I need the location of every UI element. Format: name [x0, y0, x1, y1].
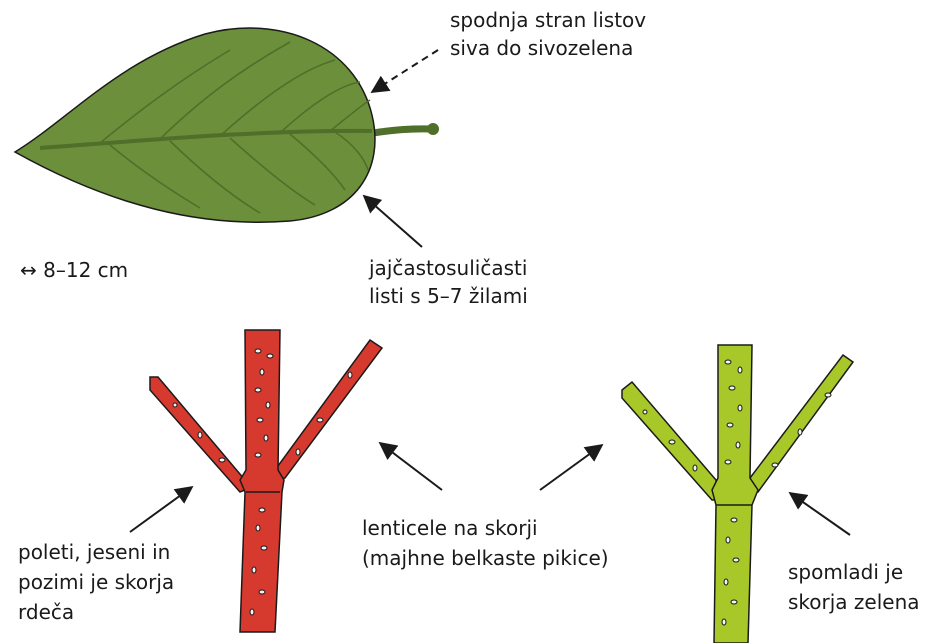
- label-red-bark-line2: pozimi je skorja: [18, 570, 174, 594]
- red-stem-right-branch: [275, 340, 382, 480]
- label-leaf-shape-line2: listi s 5–7 žilami: [369, 284, 528, 308]
- arrow-green-bark: [790, 493, 850, 535]
- red-stem-illustration: [150, 330, 382, 632]
- leaf-petiole: [368, 129, 432, 134]
- leaf-illustration: [15, 28, 439, 222]
- label-green-bark-line1: spomladi je: [788, 560, 903, 584]
- arrow-red-bark: [130, 487, 192, 532]
- label-underside-line1: spodnja stran listov: [450, 8, 646, 32]
- label-lenticels-line2: (majhne belkaste pikice): [362, 546, 609, 570]
- label-red-bark-line1: poleti, jeseni in: [18, 540, 170, 564]
- leaf-petiole-tip: [427, 123, 439, 135]
- label-leaf-shape-line1: jajčastosuličasti: [369, 256, 527, 280]
- leaf-blade: [15, 28, 375, 222]
- label-size: ↔ 8–12 cm: [20, 258, 128, 282]
- label-lenticels-line1: lenticele na skorji: [362, 516, 538, 540]
- label-green-bark-line2: skorja zelena: [788, 590, 920, 614]
- arrow-underside: [372, 50, 438, 92]
- green-stem-right-branch: [750, 355, 853, 492]
- label-underside-line2: siva do sivozelena: [450, 36, 633, 60]
- green-stem-main: [712, 345, 758, 643]
- arrow-lenticels-left: [380, 443, 442, 490]
- arrow-leaf-shape: [364, 196, 422, 247]
- label-red-bark-line3: rdeča: [18, 600, 74, 624]
- arrow-lenticels-right: [540, 445, 602, 490]
- red-stem-left-branch: [150, 377, 245, 492]
